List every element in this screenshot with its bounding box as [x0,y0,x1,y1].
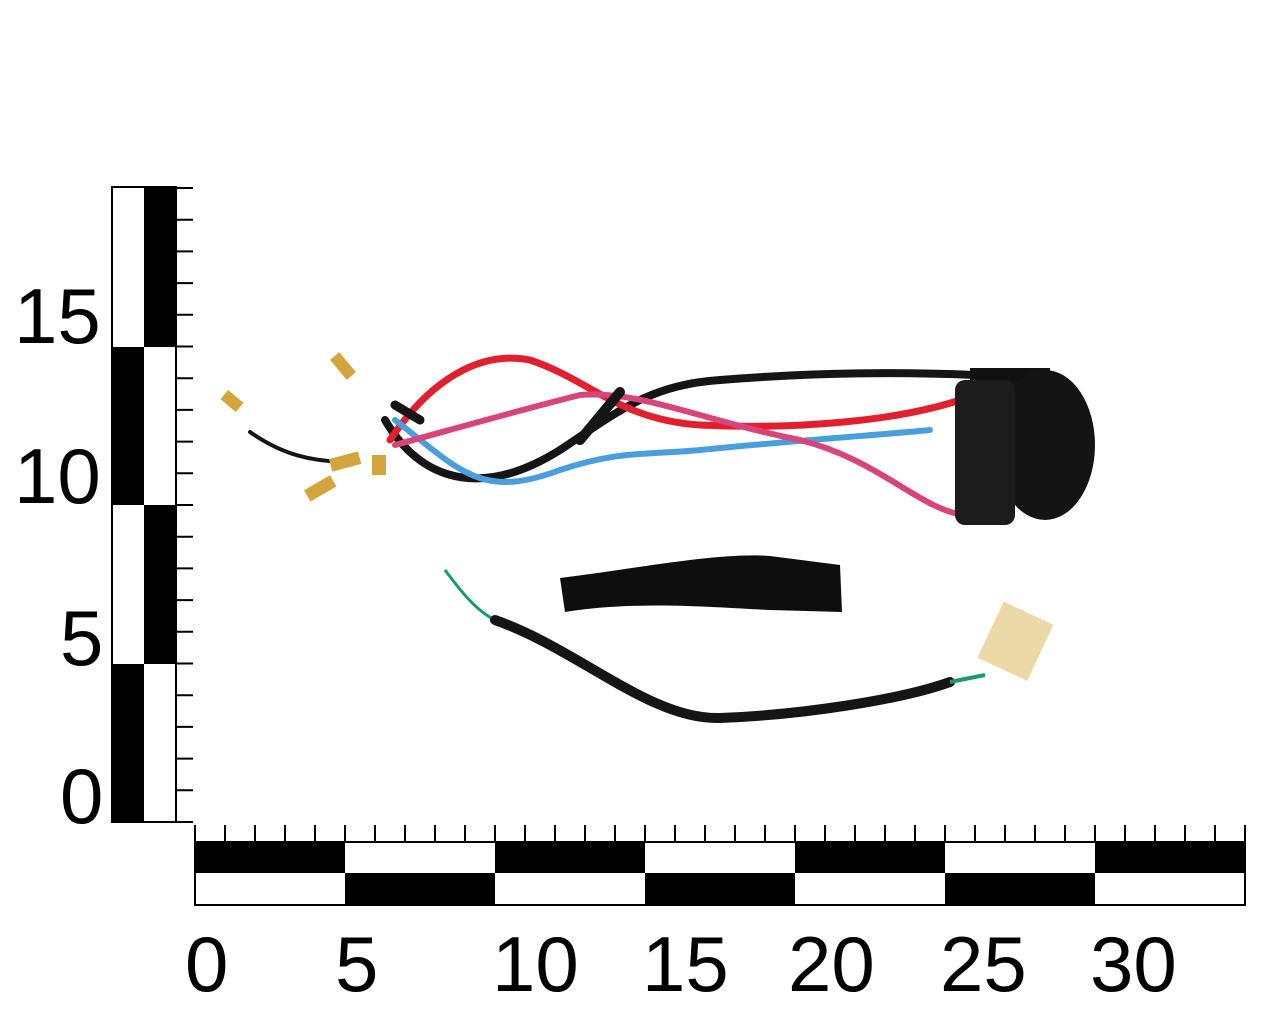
horizontal-label-5: 5 [335,920,379,1008]
horizontal-label-0: 0 [185,920,229,1008]
vertical-label-5: 5 [60,594,104,682]
scale-block [645,873,795,904]
scale-block [945,873,1095,904]
wiring-harness [220,352,979,518]
vertical-label-10: 10 [14,432,101,520]
vertical-label-15: 15 [14,272,101,360]
horizontal-label-30: 30 [1090,920,1177,1008]
horizontal-label-25: 25 [940,920,1027,1008]
vertical-label-0: 0 [60,752,104,840]
scale-block [495,842,645,873]
scale-block [345,873,495,904]
scale-block [1095,842,1245,873]
horizontal-label-20: 20 [788,920,875,1008]
horizontal-label-10: 10 [492,920,579,1008]
scale-block [195,842,345,873]
horizontal-label-15: 15 [642,920,729,1008]
vertical-scale-ruler [111,186,193,823]
ground-wire [443,569,1054,724]
heat-shrink-tube [560,555,842,612]
round-connector [955,368,1095,525]
scale-block [795,842,945,873]
horizontal-scale-ruler [194,825,1246,906]
